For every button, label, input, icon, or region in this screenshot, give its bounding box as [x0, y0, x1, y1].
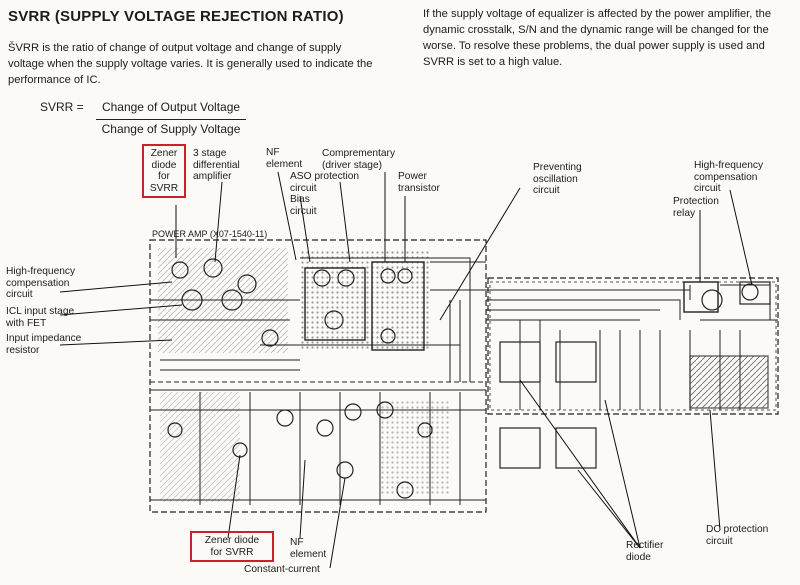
label-protection-relay: Protection relay — [673, 196, 719, 219]
protection-board-outline — [487, 277, 779, 415]
label-dc-protection: DC protection circuit — [706, 524, 769, 547]
label-hf-compensation-left: High-frequency compensation circuit — [6, 266, 76, 300]
dc-protection-ic-area — [689, 355, 769, 409]
page-title: SVRR (SUPPLY VOLTAGE REJECTION RATIO) — [8, 8, 344, 25]
formula-numerator: Change of Output Voltage — [101, 100, 241, 114]
label-leader-lines — [59, 171, 753, 569]
label-aso-protection: ASO protection circuit — [290, 171, 360, 194]
formula-denominator: Change of Supply Voltage — [101, 122, 241, 136]
right-board-inner-outline — [489, 281, 777, 411]
label-power-transistor: Power transistor — [398, 171, 440, 194]
formula-fraction-bar — [96, 119, 246, 120]
svrr-purpose-text: If the supply voltage of equalizer is af… — [423, 8, 772, 68]
lower-output-stage-area — [380, 400, 450, 495]
label-nf-element-bottom: NF element — [290, 537, 327, 560]
formula-lhs: SVRR = — [40, 100, 84, 114]
upper-power-transistor-block — [371, 261, 425, 351]
label-preventing-oscillation: Preventing oscillation circuit — [533, 162, 582, 196]
label-bias-circuit: Bias circuit — [290, 194, 317, 217]
power-amp-board-outline — [149, 239, 487, 513]
label-constant-current: Constant-current — [244, 564, 320, 575]
label-board-title: POWER AMP (X07-1540-11) — [152, 229, 268, 239]
label-icl-input-stage: ICL input stage with FET — [6, 306, 75, 329]
svrr-definition-text: ŠVRR is the ratio of change of output vo… — [8, 42, 373, 86]
label-input-impedance: Input impedance resistor — [6, 333, 82, 356]
label-rectifier-diode: Rectifier diode — [626, 540, 664, 563]
label-zener-top: Zener diode for SVRR — [142, 144, 186, 198]
protection-relay-block — [683, 281, 719, 313]
label-hf-compensation-right: High-frequency compensation circuit — [694, 160, 764, 194]
svrr-formula: SVRR = Change of Output Voltage Change o… — [40, 100, 246, 136]
rectifier-diode-blocks — [499, 341, 597, 469]
label-complementary-driver: Comprementary (driver stage) — [322, 148, 396, 171]
upper-driver-block — [304, 267, 366, 341]
label-nf-element-top: NF element — [266, 147, 303, 170]
label-3-stage-diff-amp: 3 stage differential amplifier — [193, 148, 240, 182]
circuit-traces — [150, 257, 778, 505]
label-zener-bottom: Zener diode for SVRR — [190, 531, 274, 562]
